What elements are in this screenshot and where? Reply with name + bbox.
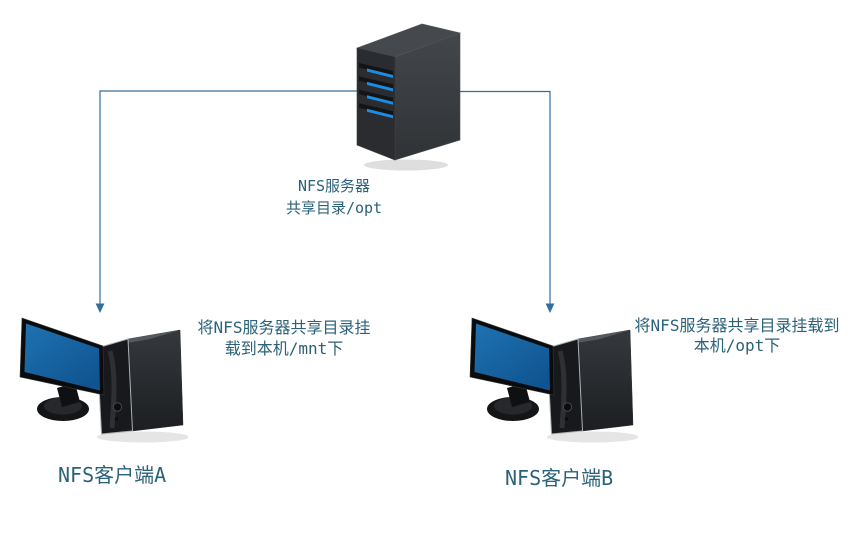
monitor-stand-neck [507,383,530,407]
monitor-screen [474,323,550,391]
tower-shadow [547,431,638,443]
server-shared-dir-label: 共享目录/opt [285,199,383,217]
power-button [112,402,123,412]
tower-case [96,329,184,435]
tower-case [546,329,634,435]
client-b-label: NFS客户端B [505,466,614,490]
drive-led [367,68,393,78]
server-node [354,16,464,171]
monitor-stand-neck [57,383,80,407]
desktop-computer-icon [469,317,638,443]
power-button [562,402,573,412]
annotation-line: 将NFS服务器共享目录挂载到 [634,316,840,335]
connector-line-server-to-client-b [455,90,551,304]
monitor-screen [24,323,100,391]
annotation-line: 本机/opt下 [693,336,781,355]
monitor [19,317,105,421]
client-a-annotation: 将NFS服务器共享目录挂 载到本机/mnt下 [164,317,404,359]
client-b-annotation: 将NFS服务器共享目录挂载到 本机/opt下 [612,316,855,356]
annotation-line: 将NFS服务器共享目录挂 [197,318,371,337]
client-a-node [13,310,188,445]
server-label-block: NFS服务器 共享目录/opt [214,175,454,219]
annotation-line: 载到本机/mnt下 [224,339,344,358]
connector-line-server-to-client-a [99,90,362,304]
drive-led [367,108,393,119]
arrowhead-down-icon [545,303,555,313]
desktop-computer-icon [19,317,188,443]
client-a-label: NFS客户端A [58,463,167,487]
arrowhead-down-icon [95,303,105,313]
server-name-label: NFS服务器 [297,177,371,195]
client-b-node [463,310,638,445]
drive-led [367,81,393,92]
drive-led [367,95,393,105]
server-drive-bays [359,63,393,119]
tower-shadow [97,431,188,443]
server-tower-icon [355,23,462,171]
monitor [469,317,555,421]
server-shadow [364,159,448,171]
